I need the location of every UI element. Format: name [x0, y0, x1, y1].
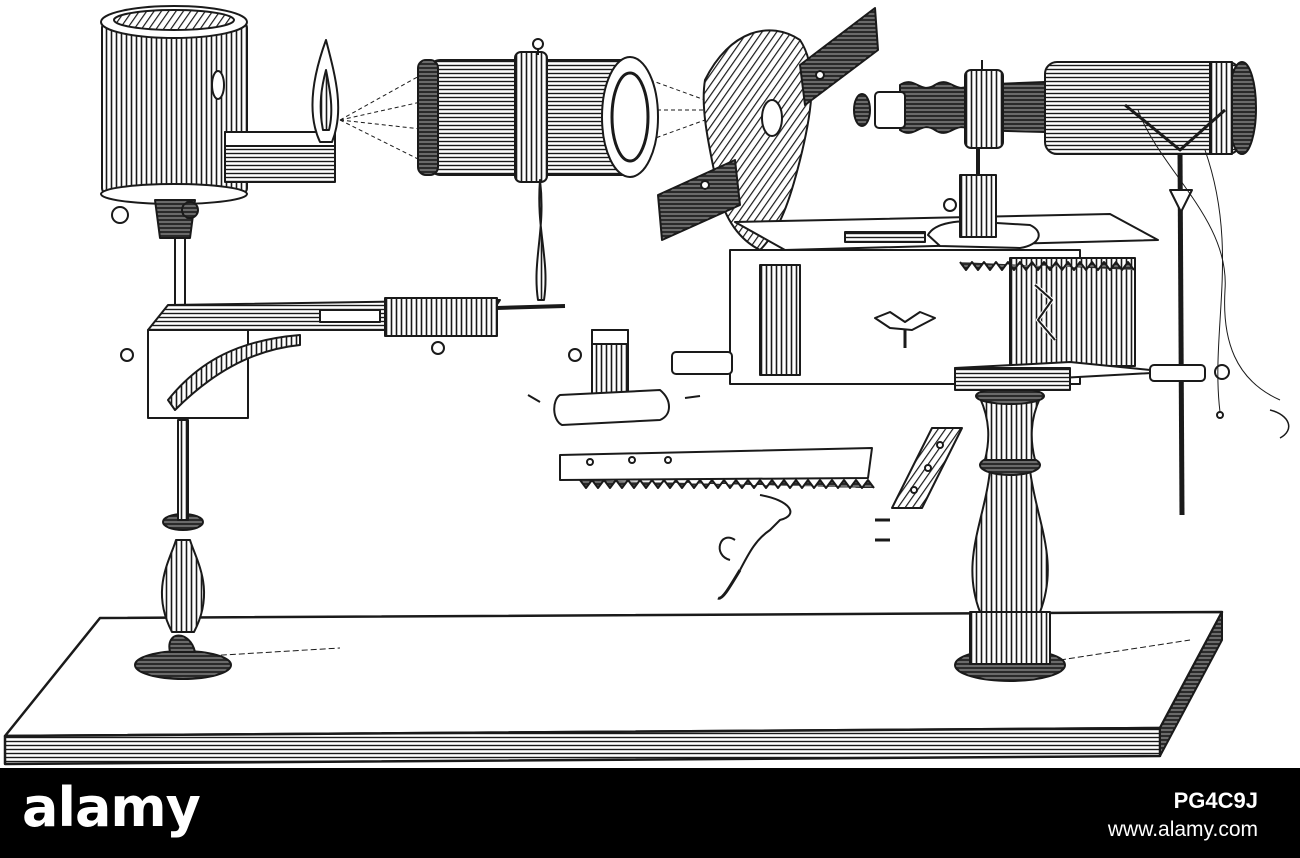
stage-box — [671, 213, 1171, 391]
left-stand — [134, 234, 232, 680]
rack-bar — [559, 447, 875, 600]
small-plate — [875, 427, 963, 542]
baseboard — [3, 610, 1224, 766]
site-url-label: www.alamy.com — [1107, 818, 1258, 841]
slide-holder — [657, 7, 879, 251]
small-lens-holder — [527, 329, 701, 426]
lamp-housing — [100, 5, 340, 239]
alamy-logo: alamy — [22, 776, 201, 839]
right-stand — [954, 387, 1066, 682]
image-id-label: PG4C9J — [1173, 788, 1258, 813]
left-bracket — [120, 297, 566, 419]
condenser-lens — [417, 38, 659, 301]
light-rays — [339, 69, 706, 166]
engraving-optical-apparatus — [3, 5, 1290, 766]
microscope-tube — [853, 60, 1290, 439]
watermark-bar: alamy PG4C9J www.alamy.com — [0, 768, 1300, 858]
right-rod — [1149, 149, 1230, 516]
